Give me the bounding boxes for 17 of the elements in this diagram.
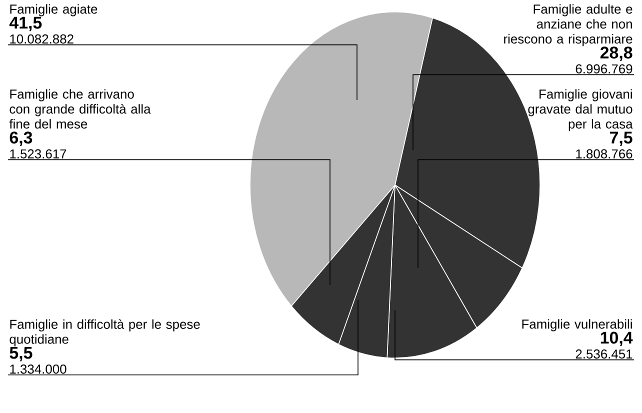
leader-line <box>418 159 634 268</box>
pie-slice <box>291 184 396 345</box>
leader-line <box>8 300 358 376</box>
pie-slice <box>250 12 433 306</box>
pie-slice <box>386 184 478 358</box>
leader-line <box>412 74 634 150</box>
slice-label: Famiglie giovani gravate dal mutuo per la casa 7,5 1.808.766 <box>528 89 633 158</box>
slice-label: Famiglie adulte e anziane che non riescono a risparmiare 28,8 6.996.769 <box>504 4 632 74</box>
slice-label: Famiglie che arrivano con grande difficoltà alla fine del mese 6,3 1.523.617 <box>9 89 151 158</box>
leader-line <box>8 159 330 286</box>
slice-label: Famiglie agiate 41,5 10.082.882 <box>9 4 98 44</box>
slice-label: Famiglie vulnerabili 10,4 2.536.451 <box>522 319 633 359</box>
leader-line <box>394 310 634 360</box>
slice-label: Famiglie in difficoltà per le spese quotidiane 5,5 1.334.000 <box>10 319 200 374</box>
pie-slice <box>338 184 396 358</box>
pie-slice <box>394 184 523 328</box>
leader-line <box>8 44 358 100</box>
